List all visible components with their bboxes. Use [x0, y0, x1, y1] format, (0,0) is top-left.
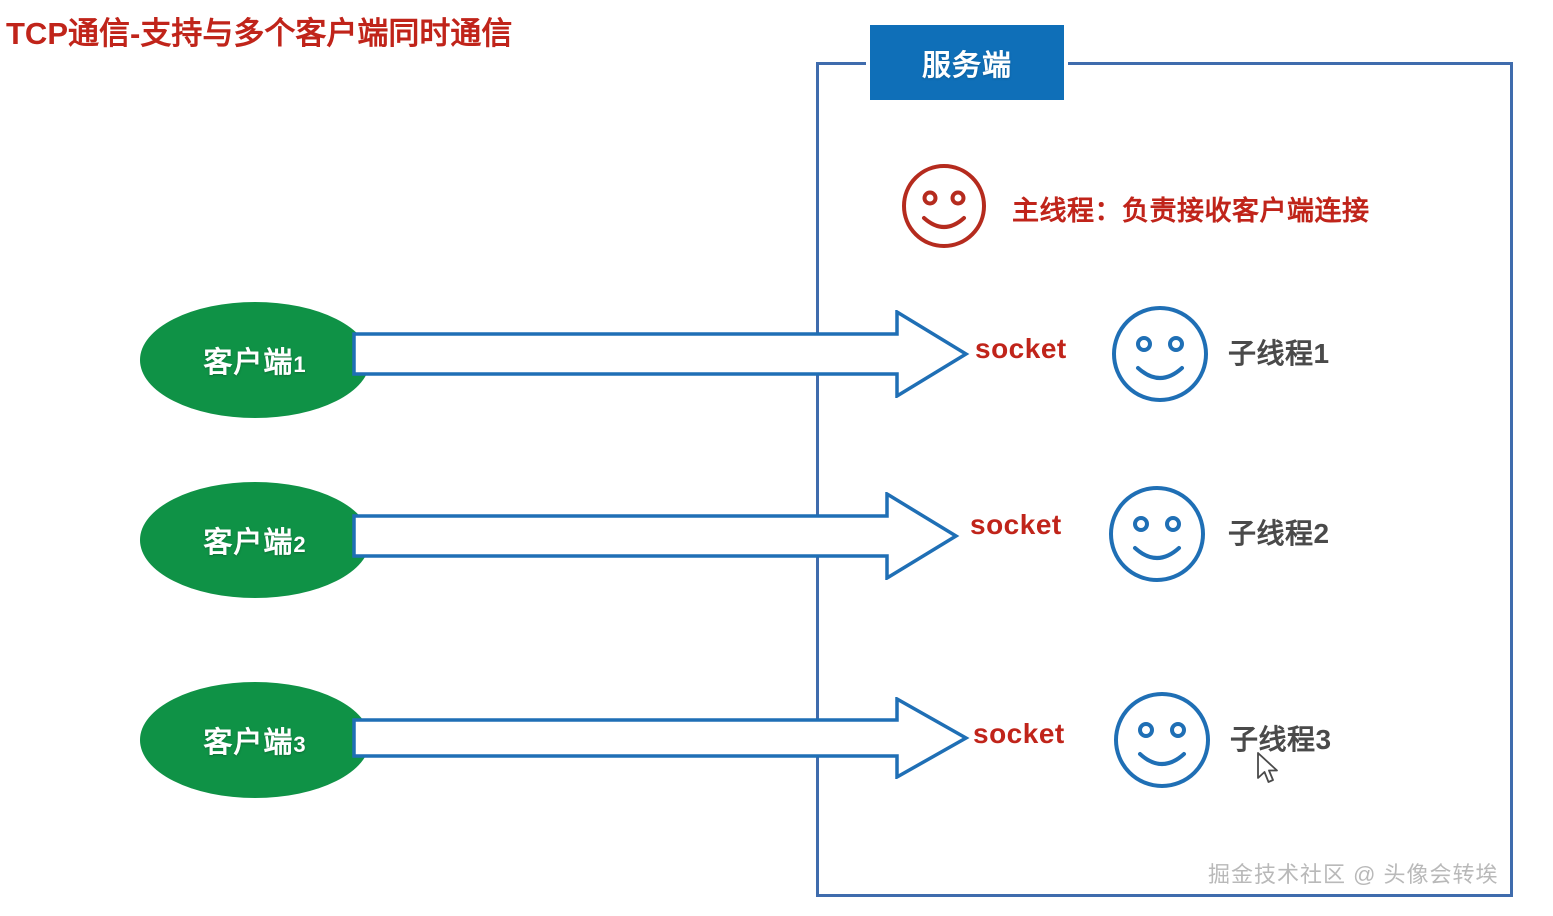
page-title: TCP通信-支持与多个客户端同时通信	[6, 16, 513, 51]
mouse-pointer-icon	[1256, 752, 1282, 791]
client-label-1: 客户端1	[203, 347, 307, 379]
client-label-2: 客户端2	[203, 527, 307, 559]
server-container	[816, 62, 1513, 897]
client-node-3[interactable]: 客户端3	[140, 682, 370, 798]
server-header-label: 服务端	[921, 49, 1012, 82]
client-node-2[interactable]: 客户端2	[140, 482, 370, 598]
server-header-badge: 服务端	[870, 25, 1064, 100]
socket-label-1: socket	[975, 333, 1067, 364]
main-thread-row: 主线程：负责接收客户端连接	[898, 160, 1370, 257]
smiley-face-icon	[1105, 482, 1209, 591]
client-node-1[interactable]: 客户端1	[140, 302, 370, 418]
client-label-3: 客户端3	[203, 727, 307, 759]
main-thread-label: 主线程：负责接收客户端连接	[1012, 196, 1370, 226]
watermark: 掘金技术社区 @ 头像会转埃	[1208, 862, 1499, 887]
smiley-face-icon	[1110, 688, 1214, 797]
connection-arrow-1	[352, 310, 970, 398]
thread-label-1: 子线程1	[1228, 338, 1330, 369]
connection-arrow-3	[352, 697, 970, 779]
smiley-face-icon	[898, 160, 990, 257]
socket-label-3: socket	[973, 718, 1065, 749]
thread-label-2: 子线程2	[1228, 518, 1330, 549]
connection-arrow-2	[352, 492, 960, 580]
thread-label-3: 子线程3	[1230, 724, 1332, 755]
smiley-face-icon	[1108, 302, 1212, 411]
socket-label-2: socket	[970, 509, 1062, 540]
